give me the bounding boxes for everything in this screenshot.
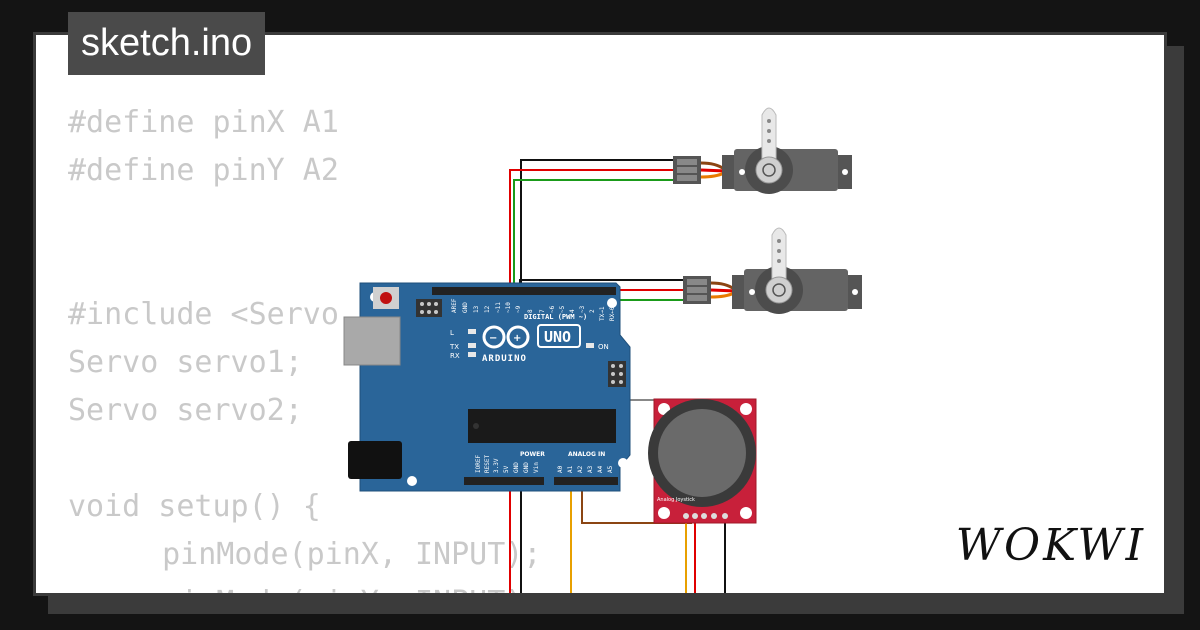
pin-label: ~10 bbox=[505, 302, 512, 313]
code-line: #define pinX A1 bbox=[68, 105, 339, 140]
pin-label: A4 bbox=[597, 465, 604, 473]
pin-label: GND bbox=[523, 462, 530, 473]
arduino-uno-board[interactable]: AREF GND 13 12 ~11 ~10 ~9 8 7 ~6 ~5 4 ~3… bbox=[343, 282, 631, 492]
digital-label: DIGITAL (PWM ~) bbox=[524, 313, 587, 321]
servo-motor-2[interactable] bbox=[683, 227, 862, 314]
power-header bbox=[464, 477, 544, 485]
pin-label: ~5 bbox=[559, 305, 566, 313]
icsp2-header bbox=[608, 361, 626, 387]
svg-text:+: + bbox=[513, 333, 521, 344]
led-label: TX bbox=[449, 343, 459, 351]
onboard-leds: L TX RX ON bbox=[449, 329, 609, 360]
pin-label: A3 bbox=[587, 465, 594, 473]
arduino-wordmark: ARDUINO bbox=[482, 354, 527, 364]
power-label: POWER bbox=[520, 451, 545, 458]
icsp-header bbox=[416, 299, 442, 317]
pin-label: A0 bbox=[557, 465, 564, 473]
analog-label: ANALOG IN bbox=[568, 451, 605, 458]
pin-label: RX←0 bbox=[609, 306, 616, 321]
code-background: #define pinX A1#define pinY A2#include <… bbox=[68, 99, 541, 593]
arduino-logo: − + ARDUINO bbox=[482, 325, 530, 364]
power-pin-labels: IOREF RESET 3.3V 5V GND GND Vin bbox=[475, 455, 540, 473]
led-l bbox=[468, 329, 476, 334]
pin-label: 13 bbox=[473, 305, 480, 313]
pin-label: ~6 bbox=[549, 305, 556, 313]
joystick-knob[interactable] bbox=[658, 409, 746, 497]
mounting-hole bbox=[607, 298, 617, 308]
power-jack bbox=[348, 441, 402, 479]
code-line: pinMode(pinY, INPUT); bbox=[68, 579, 541, 593]
servo-motor-1[interactable] bbox=[673, 107, 852, 194]
pin-label: GND bbox=[513, 462, 520, 473]
atmega-chip bbox=[468, 409, 616, 443]
code-line: Servo servo1; bbox=[68, 345, 303, 380]
code-line: void setup() { bbox=[68, 489, 321, 524]
code-line: Servo servo2; bbox=[68, 393, 303, 428]
pin-label: TX→1 bbox=[599, 306, 606, 321]
wokwi-logo: WOKWI bbox=[955, 520, 1146, 571]
joystick-label: Analog Joystick bbox=[657, 497, 695, 503]
joystick-pins bbox=[683, 513, 728, 519]
reset-button-cap[interactable] bbox=[380, 292, 392, 304]
pin-label: A5 bbox=[607, 465, 614, 473]
pin-label: ~9 bbox=[515, 305, 522, 313]
analog-joystick[interactable]: Analog Joystick bbox=[648, 398, 757, 524]
svg-text:−: − bbox=[489, 333, 497, 344]
led-label: L bbox=[450, 329, 454, 337]
pin-label: Vin bbox=[533, 462, 540, 473]
on-label: ON bbox=[598, 343, 609, 351]
wire-green bbox=[513, 179, 676, 295]
pin-label: ~3 bbox=[579, 305, 586, 313]
analog-header bbox=[554, 477, 618, 485]
led-label: RX bbox=[450, 352, 460, 360]
pin-label: GND bbox=[462, 302, 469, 313]
mounting-hole bbox=[618, 458, 628, 468]
pin-label: 4 bbox=[569, 309, 576, 313]
pin-label: 7 bbox=[539, 309, 546, 313]
uno-badge bbox=[537, 324, 581, 348]
digital-pin-labels: AREF GND 13 12 ~11 ~10 ~9 8 7 ~6 ~5 4 ~3… bbox=[451, 298, 616, 321]
led-tx bbox=[468, 343, 476, 348]
pin-label: A2 bbox=[577, 465, 584, 473]
analog-pin-labels: A0 A1 A2 A3 A4 A5 bbox=[557, 465, 614, 473]
pin-label: 5V bbox=[503, 465, 510, 473]
led-on bbox=[586, 343, 594, 348]
usb-connector bbox=[343, 316, 401, 366]
pin-label: ~11 bbox=[495, 302, 502, 313]
model-label: UNO bbox=[544, 328, 571, 346]
code-line: #define pinY A2 bbox=[68, 153, 339, 188]
digital-header bbox=[432, 287, 616, 295]
led-rx bbox=[468, 352, 476, 357]
mounting-hole bbox=[407, 476, 417, 486]
pin-label: 8 bbox=[527, 309, 534, 313]
sketch-filename-tab: sketch.ino bbox=[68, 12, 266, 75]
pin-label: AREF bbox=[451, 298, 458, 313]
pin-label: IOREF bbox=[475, 455, 482, 473]
pin-label: 12 bbox=[484, 305, 491, 313]
circuit-diagram: AREF GND 13 12 ~11 ~10 ~9 8 7 ~6 ~5 4 ~3… bbox=[343, 107, 862, 593]
pin-label: RESET bbox=[484, 455, 491, 473]
preview-card: #define pinX A1#define pinY A2#include <… bbox=[33, 32, 1167, 596]
pin-label: 3.3V bbox=[493, 458, 500, 473]
pin-label: 2 bbox=[589, 309, 596, 313]
pin-label: A1 bbox=[567, 465, 574, 473]
